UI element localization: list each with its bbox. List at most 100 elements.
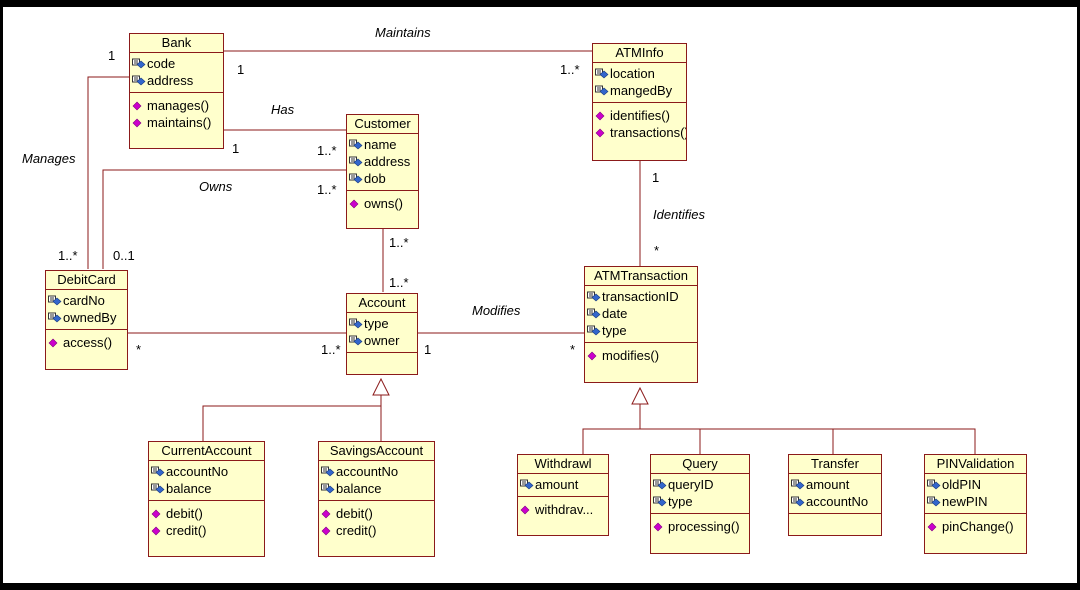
attribute-name: amount bbox=[535, 477, 579, 492]
operations-compartment: owns() bbox=[347, 191, 418, 215]
attribute-row: accountNo bbox=[791, 493, 881, 510]
operation-icon bbox=[349, 199, 359, 208]
attribute-name: balance bbox=[166, 481, 212, 496]
attribute-row: address bbox=[132, 72, 223, 89]
multiplicity-label: 1..* bbox=[317, 182, 337, 197]
class-account[interactable]: Account type owner bbox=[346, 293, 418, 375]
attribute-row: address bbox=[349, 153, 418, 170]
attribute-icon bbox=[48, 295, 62, 305]
attribute-icon bbox=[349, 156, 363, 166]
operation-row: modifies() bbox=[587, 347, 697, 364]
multiplicity-label: 1 bbox=[652, 170, 660, 185]
frame-border-top bbox=[0, 0, 1080, 7]
operation-icon bbox=[151, 526, 161, 535]
attribute-icon bbox=[587, 291, 601, 301]
multiplicity-label: 0..1 bbox=[113, 248, 135, 263]
generalization-arrowhead-atmtransaction bbox=[631, 386, 649, 405]
class-name: Query bbox=[651, 455, 749, 474]
attribute-icon bbox=[791, 496, 805, 506]
association-label-modifies: Modifies bbox=[472, 303, 521, 318]
operations-compartment bbox=[789, 514, 881, 521]
attribute-name: type bbox=[364, 316, 389, 331]
attribute-icon bbox=[151, 483, 165, 493]
attributes-compartment: type owner bbox=[347, 313, 417, 353]
attribute-icon bbox=[927, 496, 941, 506]
class-name: Transfer bbox=[789, 455, 881, 474]
operation-row: pinChange() bbox=[927, 518, 1026, 535]
operation-name: owns() bbox=[364, 196, 404, 211]
operation-name: modifies() bbox=[602, 348, 660, 363]
attribute-row: cardNo bbox=[48, 292, 127, 309]
attribute-row: balance bbox=[151, 480, 264, 497]
operation-icon bbox=[653, 522, 663, 531]
attribute-icon bbox=[132, 58, 146, 68]
attribute-row: type bbox=[653, 493, 749, 510]
attribute-name: code bbox=[147, 56, 176, 71]
attribute-row: dob bbox=[349, 170, 418, 187]
operation-row: debit() bbox=[321, 505, 434, 522]
attribute-name: date bbox=[602, 306, 628, 321]
attribute-name: owner bbox=[364, 333, 400, 348]
association-label-maintains: Maintains bbox=[375, 25, 431, 40]
attribute-name: accountNo bbox=[166, 464, 229, 479]
attribute-row: transactionID bbox=[587, 288, 697, 305]
attribute-row: mangedBy bbox=[595, 82, 686, 99]
attributes-compartment: code address bbox=[130, 53, 223, 93]
multiplicity-label: 1 bbox=[237, 62, 245, 77]
operations-compartment: modifies() bbox=[585, 343, 697, 367]
multiplicity-label: * bbox=[654, 243, 660, 258]
attribute-icon bbox=[520, 479, 534, 489]
attribute-name: accountNo bbox=[336, 464, 399, 479]
attribute-icon bbox=[321, 466, 335, 476]
frame-border-right bbox=[1077, 0, 1080, 590]
class-name: SavingsAccount bbox=[319, 442, 434, 461]
attribute-name: balance bbox=[336, 481, 382, 496]
operations-compartment: identifies()transactions() bbox=[593, 103, 686, 144]
operations-compartment: manages()maintains() bbox=[130, 93, 223, 134]
operation-name: credit() bbox=[166, 523, 207, 538]
attribute-icon bbox=[349, 335, 363, 345]
multiplicity-label: 1..* bbox=[321, 342, 341, 357]
operations-compartment: withdrav... bbox=[518, 497, 608, 521]
operation-row: identifies() bbox=[595, 107, 686, 124]
operation-row: access() bbox=[48, 334, 127, 351]
multiplicity-label: 1 bbox=[232, 141, 240, 156]
attribute-icon bbox=[132, 75, 146, 85]
class-currentaccount[interactable]: CurrentAccount accountNo balance debit() cre… bbox=[148, 441, 265, 557]
operation-name: maintains() bbox=[147, 115, 212, 130]
operation-row: withdrav... bbox=[520, 501, 608, 518]
attribute-name: queryID bbox=[668, 477, 714, 492]
multiplicity-label: 1..* bbox=[560, 62, 580, 77]
operation-name: debit() bbox=[336, 506, 373, 521]
operation-icon bbox=[520, 505, 530, 514]
multiplicity-label: 1 bbox=[424, 342, 432, 357]
operation-name: debit() bbox=[166, 506, 203, 521]
multiplicity-label: 1..* bbox=[389, 235, 409, 250]
operations-compartment: pinChange() bbox=[925, 514, 1026, 538]
class-name: Account bbox=[347, 294, 417, 313]
association-label-identifies: Identifies bbox=[653, 207, 706, 222]
attribute-name: address bbox=[147, 73, 194, 88]
class-name: CurrentAccount bbox=[149, 442, 264, 461]
class-transfer[interactable]: Transfer amount accountNo bbox=[788, 454, 882, 536]
generalization-arrowhead-account bbox=[372, 377, 390, 396]
attribute-name: accountNo bbox=[806, 494, 869, 509]
attribute-icon bbox=[349, 173, 363, 183]
attribute-name: amount bbox=[806, 477, 850, 492]
attribute-name: transactionID bbox=[602, 289, 679, 304]
edge-generalization-atmtransaction bbox=[582, 403, 641, 454]
operations-compartment: access() bbox=[46, 330, 127, 354]
attributes-compartment: amount bbox=[518, 474, 608, 497]
